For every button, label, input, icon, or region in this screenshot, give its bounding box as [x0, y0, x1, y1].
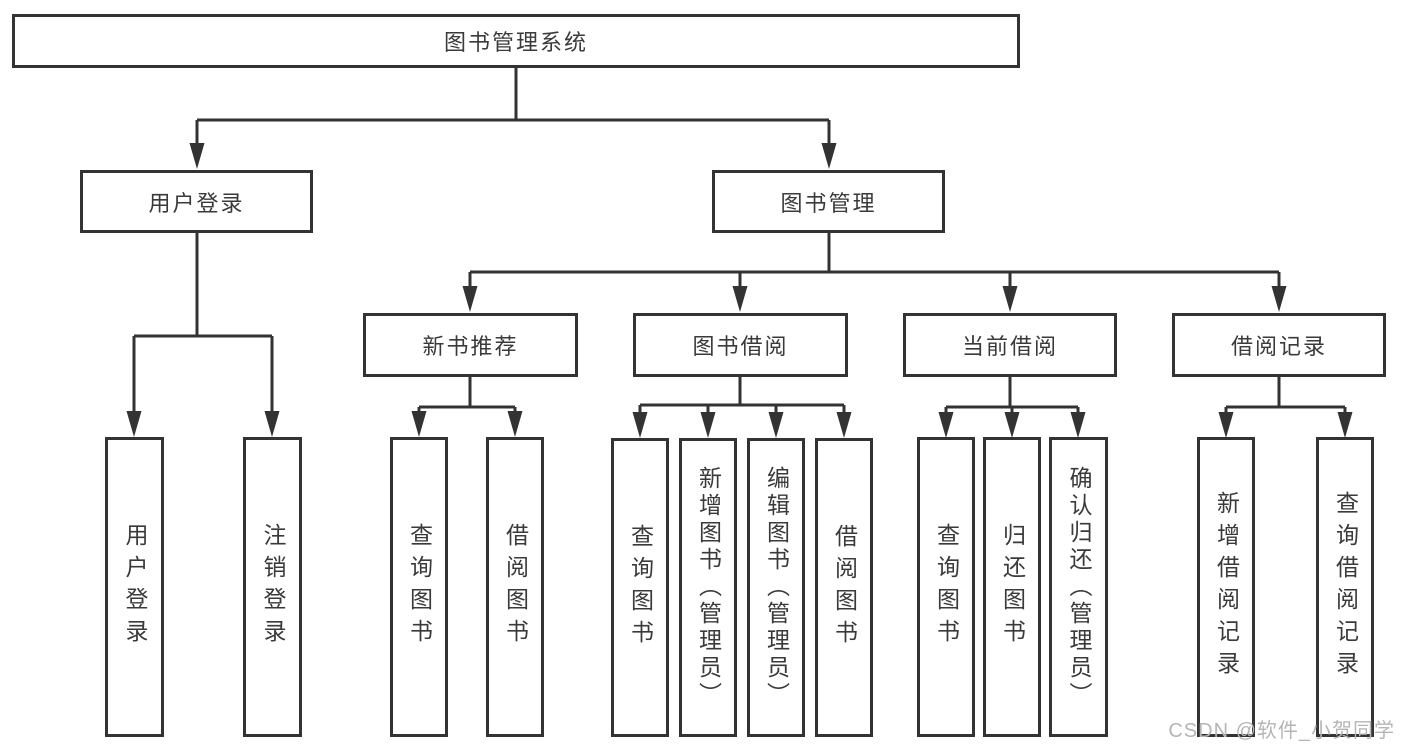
node-root-system: 图书管理系统 [12, 14, 1020, 68]
leaf-user-login: 用户登录 [105, 437, 164, 737]
csdn-watermark: CSDN @软件_小贺同学 [1168, 720, 1395, 742]
arrowhead [732, 286, 748, 312]
node-label: 查询借阅记录 [1332, 491, 1359, 683]
arrowhead [1218, 412, 1234, 438]
node-new-book-recommend: 新书推荐 [363, 313, 578, 377]
arrowhead [189, 143, 205, 169]
arrowhead [264, 411, 280, 437]
leaf-borrow-books-recommend: 借阅图书 [486, 437, 544, 737]
leaf-logout: 注销登录 [243, 437, 302, 737]
node-book-borrow: 图书借阅 [633, 313, 848, 377]
node-label: 查询图书 [933, 523, 960, 651]
node-label: 新增图书（管理员） [695, 466, 722, 709]
node-label: 确认归还（管理员） [1066, 465, 1092, 709]
arrowhead [1002, 286, 1018, 312]
node-borrow-records: 借阅记录 [1172, 313, 1386, 377]
node-label: 用户登录 [122, 523, 148, 651]
arrowhead [411, 411, 427, 437]
arrowhead [1337, 412, 1353, 438]
leaf-confirm-return-admin: 确认归还（管理员） [1049, 437, 1108, 737]
leaf-query-books-recommend: 查询图书 [390, 437, 448, 737]
arrowhead [1004, 412, 1020, 438]
node-label: 查询图书 [627, 523, 654, 652]
node-label: 图书管理系统 [443, 30, 588, 55]
node-label: 图书管理 [780, 190, 877, 216]
leaf-query-borrow-record: 查询借阅记录 [1316, 437, 1374, 737]
connector-borrow-records-children [1218, 377, 1353, 438]
arrowhead [768, 412, 784, 438]
connector-book-management-to-level3 [462, 233, 1287, 312]
connector-user-login-children [126, 233, 280, 437]
leaf-return-book: 归还图书 [983, 437, 1041, 737]
node-user-login: 用户登录 [80, 170, 313, 233]
node-label: 当前借阅 [961, 334, 1058, 359]
node-label: 用户登录 [148, 190, 245, 216]
node-label: 图书借阅 [692, 334, 789, 359]
node-label: 编辑图书（管理员） [763, 466, 790, 709]
node-label: 借阅记录 [1230, 334, 1327, 359]
arrowhead [700, 412, 716, 438]
leaf-query-books-borrow: 查询图书 [611, 438, 669, 737]
arrowhead [821, 143, 837, 169]
arrowhead [462, 286, 478, 312]
leaf-add-borrow-record: 新增借阅记录 [1197, 437, 1255, 737]
connector-new-book-children [411, 377, 523, 437]
node-current-borrow: 当前借阅 [903, 313, 1117, 377]
leaf-query-books-current: 查询图书 [917, 437, 975, 737]
node-label: 新增借阅记录 [1213, 491, 1240, 683]
arrowhead [632, 412, 648, 438]
arrowhead [507, 411, 523, 437]
leaf-edit-book-admin: 编辑图书（管理员） [747, 438, 805, 737]
connector-root-to-level2 [189, 68, 837, 169]
connector-current-borrow-children [938, 377, 1086, 438]
arrowhead [836, 412, 852, 438]
node-book-management: 图书管理 [712, 170, 945, 233]
leaf-borrow-books-borrow: 借阅图书 [815, 438, 873, 737]
node-label: 借阅图书 [831, 523, 858, 652]
arrowhead [938, 412, 954, 438]
node-label: 查询图书 [406, 523, 433, 651]
node-label: 注销登录 [260, 523, 286, 651]
connector-book-borrow-children [632, 377, 852, 438]
node-label: 归还图书 [999, 523, 1026, 651]
node-label: 新书推荐 [422, 334, 519, 359]
arrowhead [126, 411, 142, 437]
leaf-add-book-admin: 新增图书（管理员） [679, 438, 737, 737]
arrowhead [1271, 286, 1287, 312]
node-label: 借阅图书 [502, 523, 529, 651]
arrowhead [1070, 412, 1086, 438]
